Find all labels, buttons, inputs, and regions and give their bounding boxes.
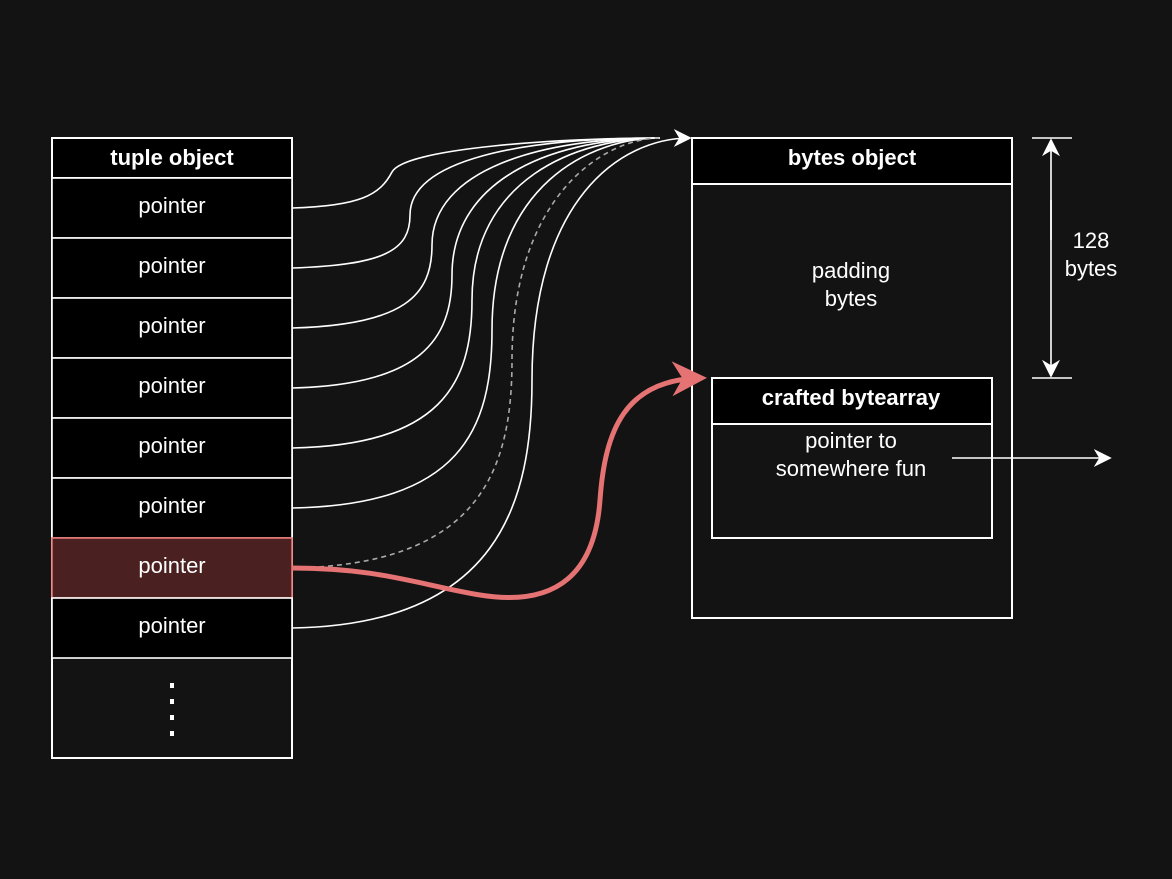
tuple-cells: pointer pointer pointer pointer pointer point…	[51, 177, 293, 659]
tuple-cell	[51, 477, 293, 539]
crafted-pointer-label-line2: somewhere fun	[776, 456, 926, 481]
tuple-object: tuple object pointerpointerpointerpointe…	[51, 137, 293, 759]
tuple-cell-label: pointer	[138, 553, 205, 578]
tuple-object-header	[51, 137, 293, 179]
tuple-cell-label: pointer	[138, 193, 205, 218]
padding-bytes-label-line1: padding	[812, 258, 890, 283]
bytes-object: bytes object padding bytes crafted bytea…	[691, 137, 1013, 619]
tuple-cell-label: pointer	[138, 433, 205, 458]
pointer-curve-2	[291, 137, 661, 269]
dimension-label-line2: bytes	[1065, 256, 1118, 281]
tuple-cell	[51, 357, 293, 419]
tuple-cell-label: pointer	[138, 313, 205, 338]
tuple-cell	[51, 597, 293, 659]
ellipsis-dots	[170, 683, 174, 736]
bytes-object-header	[691, 137, 1013, 185]
pointer-curve-4	[291, 137, 661, 389]
pointer-curve-3	[291, 137, 661, 329]
padding-bytes-label-line2: bytes	[825, 286, 878, 311]
tuple-cell-label: pointer	[138, 493, 205, 518]
dimension-label-line1: 128	[1073, 228, 1110, 253]
crafted-pointer-label-line1: pointer to	[805, 428, 897, 453]
tuple-object-title: tuple object	[110, 145, 234, 170]
crafted-bytearray: crafted bytearray pointer to somewhere f…	[711, 377, 993, 539]
bytes-object-title: bytes object	[788, 145, 917, 170]
tuple-cell-label: pointer	[138, 613, 205, 638]
size-dimension	[1032, 137, 1072, 379]
tuple-cell-label: pointer	[138, 373, 205, 398]
crafted-bytearray-title: crafted bytearray	[762, 385, 941, 410]
pointer-curve-7-dashed	[291, 137, 661, 569]
pointer-curve-1	[291, 137, 661, 209]
crafted-bytearray-header	[711, 377, 993, 425]
pointer-curves	[291, 129, 692, 629]
tuple-cell	[51, 177, 293, 239]
pointer-curve-6	[291, 137, 661, 509]
dimension-label-bg	[1058, 226, 1124, 286]
tuple-cell-label: pointer	[138, 253, 205, 278]
corrupted-pointer-arrow	[291, 361, 707, 601]
pointer-curve-8	[291, 129, 692, 629]
pointer-curve-5	[291, 137, 661, 449]
